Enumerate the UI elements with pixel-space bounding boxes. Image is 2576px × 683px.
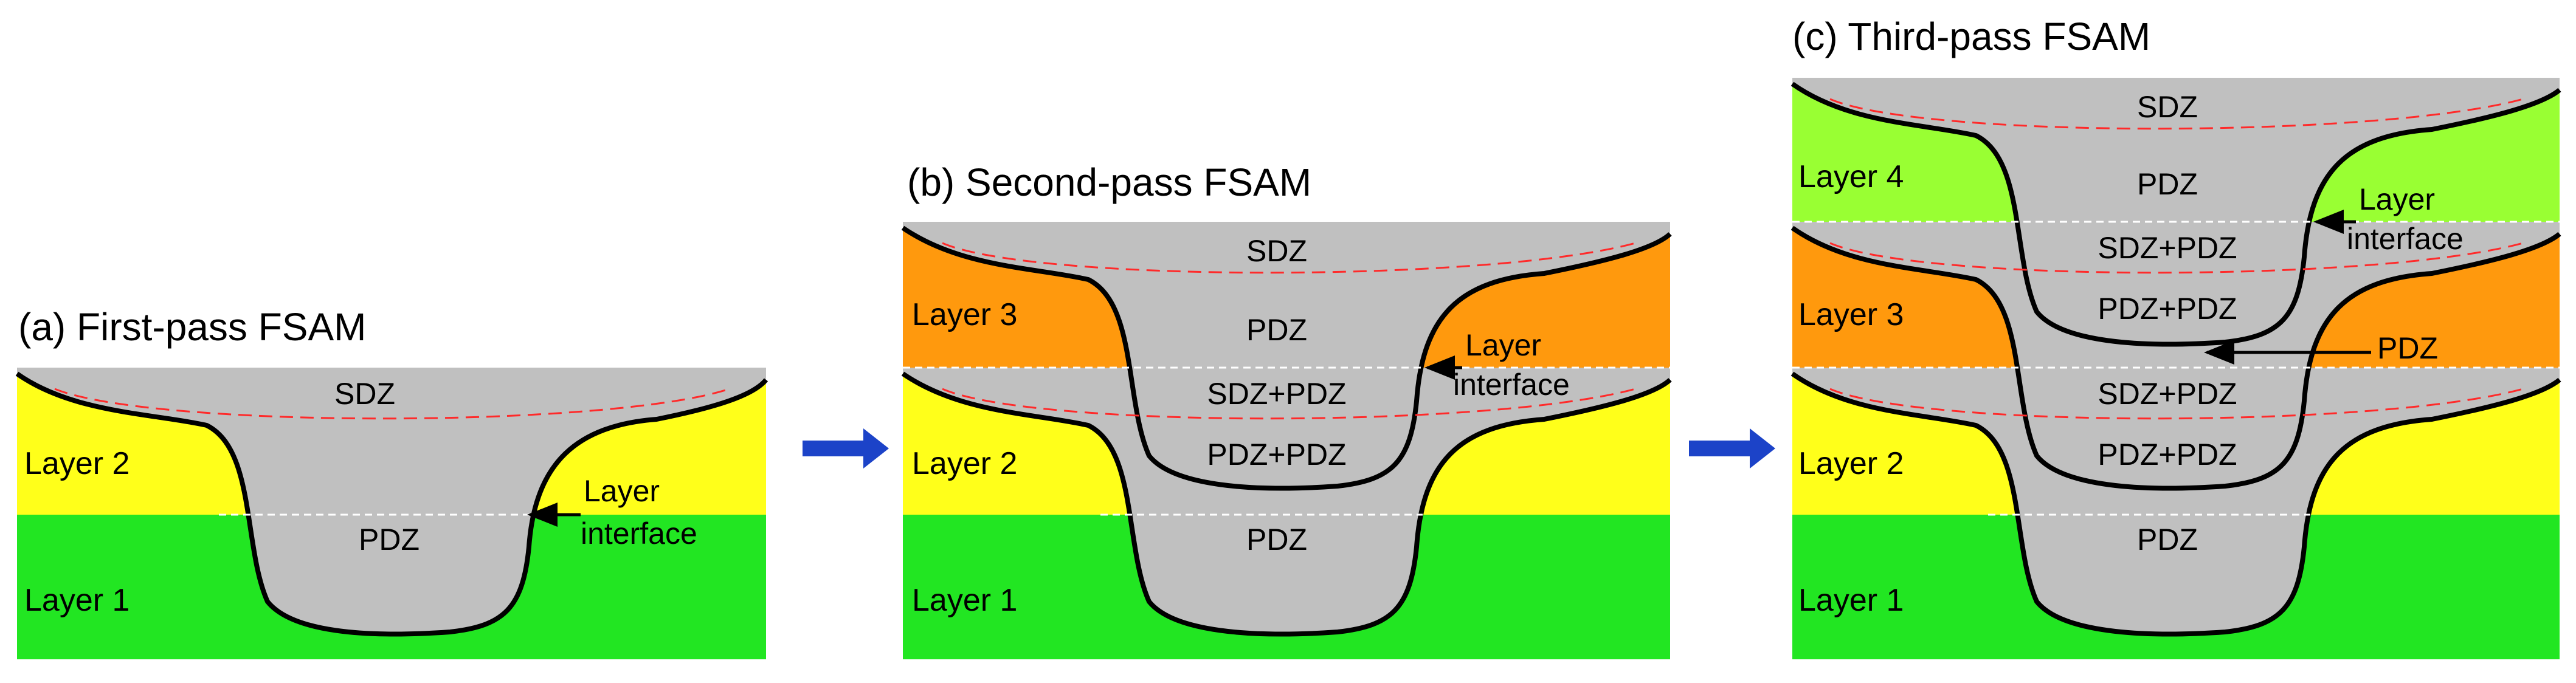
zone-label-sdz-pdz-lower: SDZ+PDZ (2098, 377, 2237, 411)
zone-label-pdz-bottom: PDZ (1246, 523, 1307, 557)
layer-label-1: Layer 1 (1798, 583, 1904, 618)
layer-label-4: Layer 4 (1798, 159, 1904, 194)
sdz-boundary-dashed-lower (942, 388, 1636, 420)
panel-b-title: (b) Second-pass FSAM (907, 160, 1311, 204)
layer-interface-label-line1: Layer (584, 474, 660, 508)
zone-label-sdz-pdz-upper: SDZ+PDZ (2098, 231, 2237, 265)
panel-c: (c) Third-pass FSAM SDZ PDZ SDZ+PDZ PDZ+… (1790, 15, 2561, 659)
sdz-boundary-dashed-top (1829, 98, 2524, 130)
zone-label-sdz: SDZ (334, 377, 395, 411)
zone-label-pdz-bottom: PDZ (2137, 523, 2198, 557)
first-melt-pool-boundary (1790, 371, 2561, 637)
previous-melt-pool-boundary (901, 371, 1672, 637)
second-melt-pool-boundary (1790, 225, 2561, 491)
panel-a: (a) First-pass FSAM SDZ PDZ Layer 2 Laye… (15, 305, 768, 659)
zone-label-pdz-pdz: PDZ+PDZ (1207, 438, 1346, 472)
zone-label-sdz: SDZ (2137, 90, 2198, 124)
layer-label-3: Layer 3 (1798, 297, 1904, 332)
panel-b: (b) Second-pass FSAM SDZ PDZ SDZ+PDZ PDZ… (901, 160, 1672, 659)
layer-interface-label-line2: interface (2347, 222, 2464, 256)
layer-interface-label-line2: interface (1453, 368, 1570, 402)
sdz-boundary-dashed (54, 388, 730, 420)
zone-label-pdz: PDZ (2137, 167, 2198, 201)
flow-arrow-b-to-c (1689, 428, 1775, 468)
second-melt-pool-region (1792, 222, 2560, 489)
flow-arrow-a-to-b (803, 428, 889, 468)
zone-label-pdz-pdz-lower: PDZ+PDZ (2098, 438, 2237, 472)
layer-interface-label-line2: interface (581, 517, 697, 551)
panel-a-title: (a) First-pass FSAM (18, 305, 366, 349)
panel-c-title: (c) Third-pass FSAM (1792, 15, 2150, 58)
sdz-boundary-dashed-upper (942, 242, 1636, 274)
layer-interface-label-line1: Layer (1465, 328, 1541, 362)
layer-label-1: Layer 1 (24, 583, 129, 618)
layer-label-2: Layer 2 (1798, 446, 1904, 481)
zone-label-sdz-pdz: SDZ+PDZ (1207, 377, 1346, 411)
sdz-boundary-dashed-middle (1829, 242, 2524, 274)
first-melt-pool-region (1792, 368, 2560, 634)
layer-label-1: Layer 1 (912, 583, 1017, 618)
pdz-pointer-label: PDZ (2377, 331, 2438, 365)
layer-label-2: Layer 2 (24, 446, 129, 481)
zone-label-pdz: PDZ (359, 523, 420, 557)
layer-interface-label-line1: Layer (2359, 182, 2435, 216)
melt-pool-boundary (15, 371, 768, 637)
third-melt-pool-region (1792, 78, 2560, 345)
layer-label-2: Layer 2 (912, 446, 1017, 481)
zone-label-pdz-pdz-upper: PDZ+PDZ (2098, 292, 2237, 326)
layer-label-3: Layer 3 (912, 297, 1017, 332)
current-melt-pool-boundary (901, 225, 1672, 491)
zone-label-pdz: PDZ (1246, 313, 1307, 347)
sdz-boundary-dashed-bottom (1829, 388, 2524, 420)
third-melt-pool-boundary (1790, 81, 2561, 347)
zone-label-sdz: SDZ (1246, 234, 1307, 268)
melt-pool-region (17, 368, 766, 634)
